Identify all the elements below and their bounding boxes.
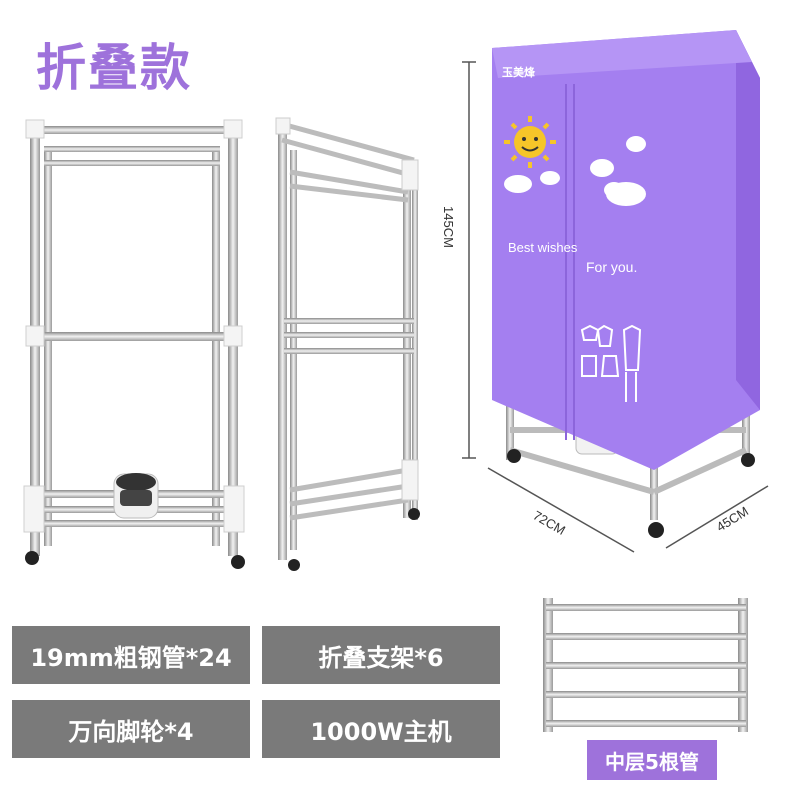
cover-text-left: Best wishes bbox=[508, 240, 578, 255]
sun-icon bbox=[504, 116, 556, 168]
covered-wardrobe bbox=[462, 30, 760, 538]
height-label: 145CM bbox=[441, 206, 456, 248]
middle-layer-tubes bbox=[543, 598, 748, 732]
cloud-icon bbox=[504, 136, 646, 206]
cover-brand: 玉美烽 bbox=[502, 65, 536, 79]
clothes-icon bbox=[580, 324, 642, 402]
feature-steel-tube: 19mm粗钢管*24 bbox=[12, 626, 250, 684]
width-label: 72CM bbox=[531, 508, 569, 538]
middle-layer-label: 中层5根管 bbox=[587, 740, 717, 780]
page-title: 折叠款 bbox=[36, 39, 192, 97]
depth-dimension-line bbox=[665, 485, 769, 549]
width-dimension-line bbox=[487, 467, 635, 553]
folded-rack bbox=[275, 117, 420, 571]
feature-folding-bracket: 折叠支架*6 bbox=[262, 626, 500, 684]
assembled-rack bbox=[23, 119, 245, 569]
cover-text-right: For you. bbox=[586, 259, 637, 275]
feature-heater: 1000W主机 bbox=[262, 700, 500, 758]
feature-casters: 万向脚轮*4 bbox=[12, 700, 250, 758]
